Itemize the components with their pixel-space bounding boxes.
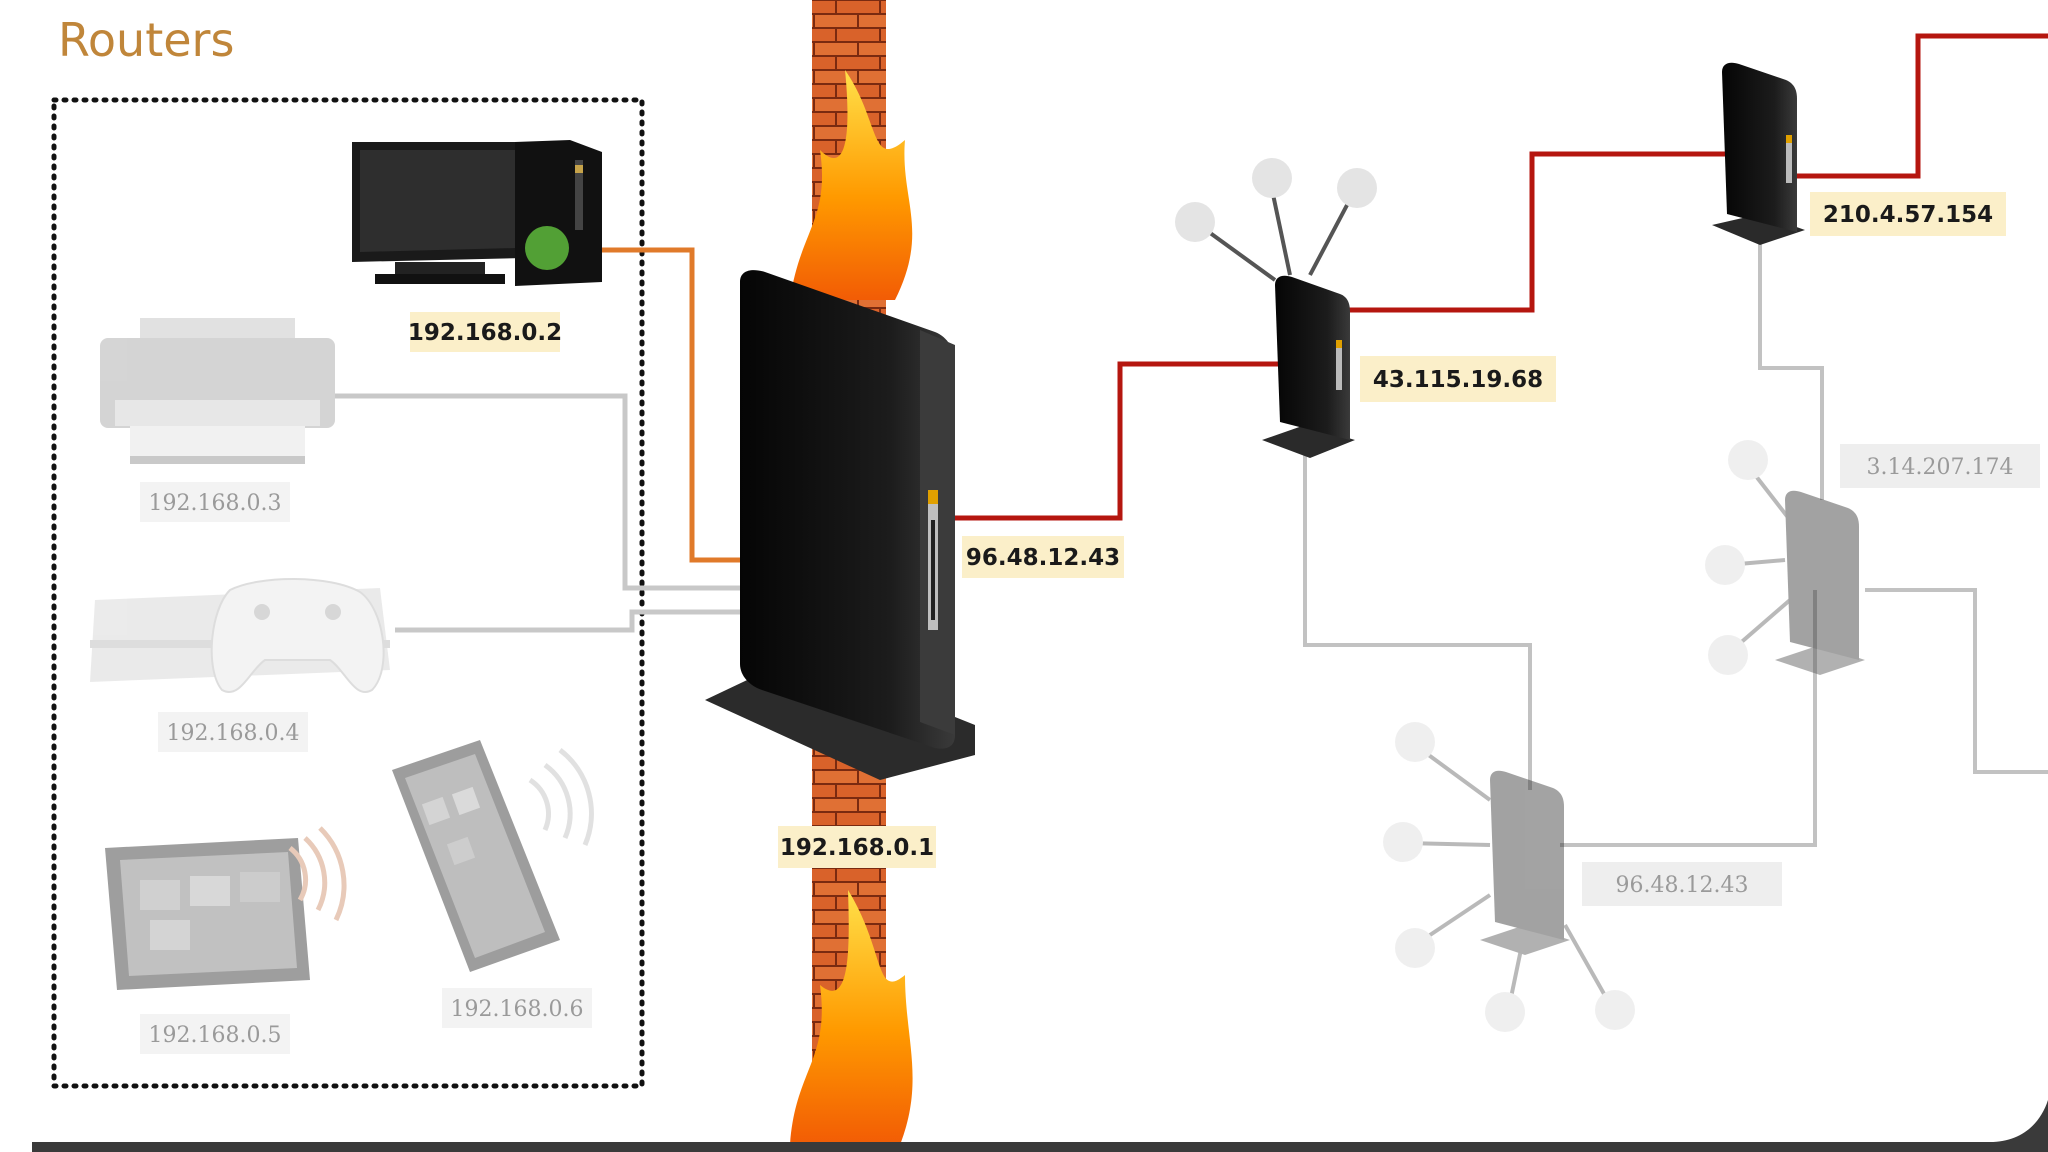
active-status-dot [525, 226, 569, 270]
svg-text:192.168.0.4: 192.168.0.4 [167, 721, 300, 746]
isp-router-icon[interactable] [1175, 158, 1377, 458]
router-c-icon[interactable] [1383, 722, 1635, 1032]
svg-text:192.168.0.1: 192.168.0.1 [780, 835, 934, 861]
game-console-icon[interactable] [90, 578, 390, 693]
ip-label-router-c: 96.48.12.43 [1582, 862, 1782, 906]
ip-label-tablet: 192.168.0.5 [140, 1014, 290, 1054]
router-b-icon[interactable] [1705, 440, 1865, 675]
smartphone-icon[interactable] [392, 740, 594, 972]
svg-text:3.14.207.174: 3.14.207.174 [1867, 455, 2014, 480]
svg-text:96.48.12.43: 96.48.12.43 [1616, 873, 1749, 898]
svg-text:192.168.0.6: 192.168.0.6 [451, 997, 584, 1022]
slide-frame-edge [32, 1100, 2048, 1152]
ip-label-printer: 192.168.0.3 [140, 482, 290, 522]
svg-text:43.115.19.68: 43.115.19.68 [1373, 367, 1543, 393]
link-router-c-to-router-b [1560, 590, 1817, 847]
svg-text:192.168.0.3: 192.168.0.3 [149, 491, 282, 516]
svg-text:192.168.0.5: 192.168.0.5 [149, 1023, 282, 1048]
home-router-icon[interactable] [705, 270, 975, 780]
ip-label-home-router-wan: 96.48.12.43 [962, 536, 1124, 578]
ip-label-backbone-router: 210.4.57.154 [1810, 192, 2006, 236]
ip-label-isp-router: 43.115.19.68 [1360, 356, 1556, 402]
desktop-computer-icon[interactable] [352, 140, 602, 286]
ip-label-router-b: 3.14.207.174 [1840, 444, 2040, 488]
ip-label-home-router-lan: 192.168.0.1 [778, 826, 936, 868]
ip-label-desktop: 192.168.0.2 [408, 312, 562, 352]
link-router-b-out [1865, 588, 2048, 774]
tablet-icon[interactable] [105, 826, 347, 990]
page-title: Routers [58, 13, 234, 67]
svg-text:192.168.0.2: 192.168.0.2 [408, 320, 562, 346]
ip-label-smartphone: 192.168.0.6 [442, 988, 592, 1028]
link-isp-to-router-c [1303, 440, 1532, 790]
backbone-router-icon[interactable] [1712, 62, 1805, 245]
link-backbone-out [1795, 33, 2048, 179]
svg-text:96.48.12.43: 96.48.12.43 [966, 545, 1120, 571]
link-isp-to-backbone [1345, 151, 1725, 313]
local-network-boundary [51, 97, 645, 1089]
svg-text:210.4.57.154: 210.4.57.154 [1823, 202, 1993, 228]
ip-label-console: 192.168.0.4 [158, 712, 308, 752]
link-backbone-to-router-b [1758, 240, 1824, 500]
printer-icon[interactable] [100, 318, 335, 464]
link-home-router-to-isp [930, 361, 1280, 521]
